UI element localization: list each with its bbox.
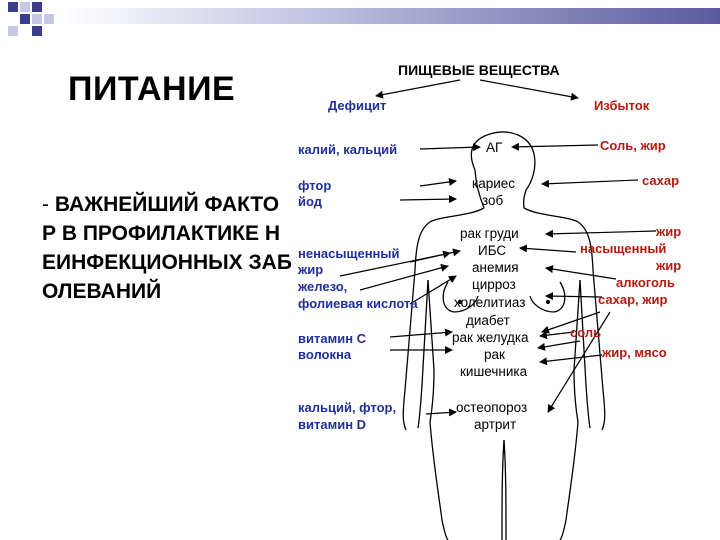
excess-label: алкоголь	[616, 275, 675, 290]
subtitle-text: ВАЖНЕЙШИЙ ФАКТОР В ПРОФИЛАКТИКЕ НЕИНФЕКЦ…	[42, 193, 292, 303]
slide-title: ПИТАНИЕ	[68, 70, 236, 108]
decor-square	[32, 14, 42, 24]
deficit-heading: Дефицит	[328, 98, 387, 113]
disease-label: цирроз	[472, 277, 516, 292]
nutrition-diagram: ПИЩЕВЫЕ ВЕЩЕСТВА Дефицит Избыток калий, …	[280, 50, 720, 540]
deficit-label: фолиевая кислота	[298, 296, 418, 311]
human-silhouette	[402, 131, 606, 540]
excess-label: соль	[570, 325, 602, 340]
excess-label: жир	[656, 258, 682, 273]
disease-label: АГ	[486, 140, 503, 155]
deficit-label: калий, кальций	[298, 142, 398, 157]
disease-label: рак желудка	[452, 330, 529, 345]
excess-label: Соль, жир	[600, 138, 666, 153]
decor-square	[8, 26, 18, 36]
deficit-label: витамин D	[298, 417, 367, 432]
slide-subtitle: - ВАЖНЕЙШИЙ ФАКТОР В ПРОФИЛАКТИКЕ НЕИНФЕ…	[42, 190, 292, 306]
disease-label: кишечника	[460, 364, 528, 379]
arrows	[339, 79, 657, 417]
disease-label: холелитиаз	[454, 295, 526, 310]
subtitle-dash: -	[42, 193, 49, 216]
disease-label: диабет	[466, 313, 510, 328]
deficit-label: ненасыщенный	[298, 246, 400, 261]
disease-label: ИБС	[478, 243, 507, 258]
excess-label: сахар, жир	[598, 292, 668, 307]
gradient-bar	[60, 8, 720, 24]
disease-label: остеопороз	[456, 400, 528, 415]
excess-heading: Избыток	[594, 98, 650, 113]
header-decoration	[0, 0, 720, 36]
deficit-label: фтор	[298, 178, 332, 193]
deficit-label: йод	[298, 194, 323, 209]
excess-label: сахар	[642, 173, 680, 188]
nutrients-header: ПИЩЕВЫЕ ВЕЩЕСТВА	[398, 62, 560, 78]
excess-label: насыщенный	[580, 241, 667, 256]
disease-label: рак груди	[460, 226, 519, 241]
decor-square	[32, 26, 42, 36]
deficit-label: железо,	[298, 279, 348, 294]
body-outline	[339, 79, 657, 540]
decor-square	[8, 2, 18, 12]
decor-square	[44, 14, 54, 24]
decor-square	[20, 14, 30, 24]
disease-label: кариес	[472, 176, 516, 191]
disease-label: рак	[484, 347, 505, 362]
deficit-label: витамин С	[298, 331, 367, 346]
disease-label: анемия	[472, 260, 519, 275]
disease-label: артрит	[474, 417, 517, 432]
deficit-label: волокна	[298, 347, 352, 362]
excess-label: жир	[656, 224, 682, 239]
excess-label: жир, мясо	[602, 345, 667, 360]
disease-label: зоб	[482, 193, 504, 208]
decor-square	[32, 2, 42, 12]
decor-square	[20, 2, 30, 12]
deficit-label: жир	[298, 262, 324, 277]
deficit-label: кальций, фтор,	[298, 400, 397, 415]
